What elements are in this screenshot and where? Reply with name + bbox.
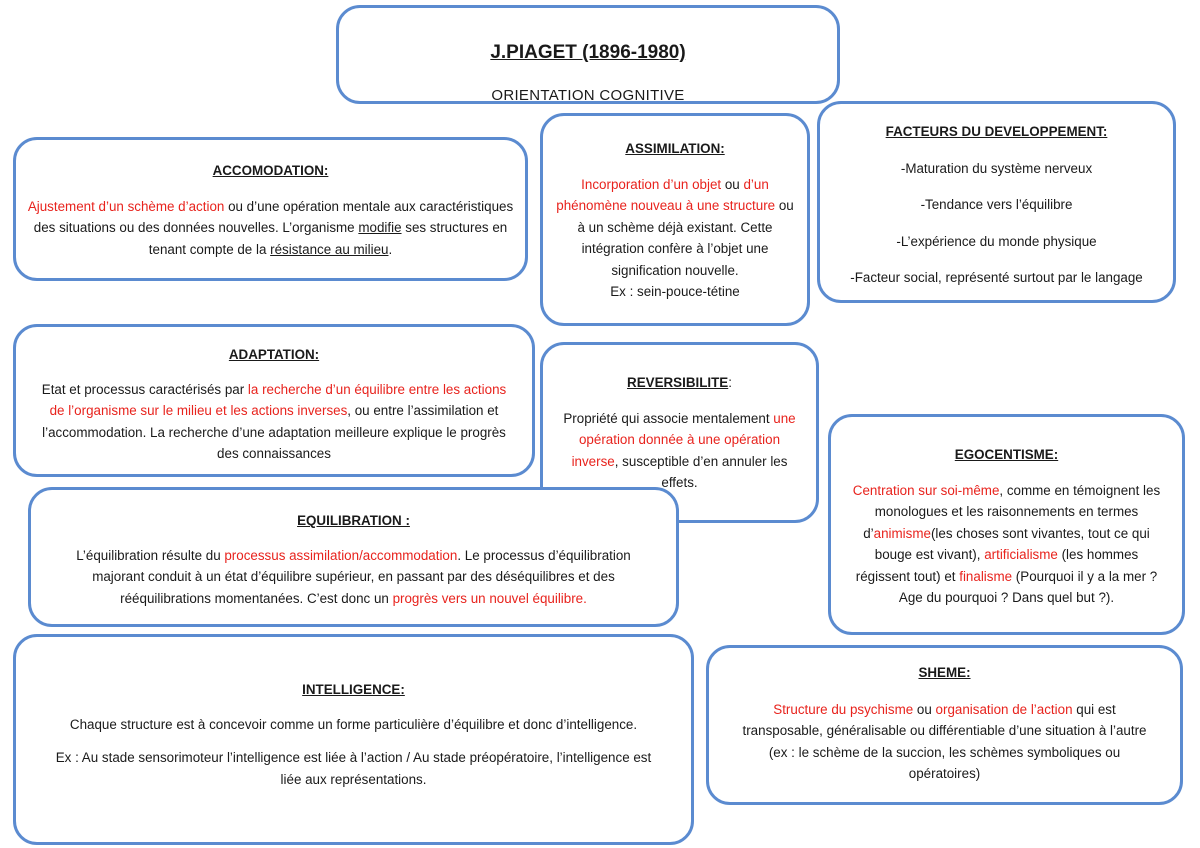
facteurs-box: FACTEURS DU DEVELOPPEMENT: -Maturation d… [817,101,1176,303]
text-span: , comme en témoignent les monologues et … [863,482,1161,541]
sheme-heading: SHEME: [918,665,971,680]
intelligence-text: Chaque structure est à concevoir comme u… [69,716,638,732]
reversibilite-text: Propriété qui associe mentalement une op… [553,408,806,494]
facteur-item: -Facteur social, représenté surtout par … [850,270,1143,285]
page-subtitle: ORIENTATION COGNITIVE [491,87,685,104]
equilibration-box: EQUILIBRATION : L’équilibration résulte … [28,487,679,627]
text-span: , susceptible d’en annuler les effets. [614,453,788,491]
sheme-highlight: organisation de l’action [935,701,1073,717]
accomodation-box: ACCOMODATION: Ajustement d’un schème d’a… [13,137,528,281]
text-span: Etat et processus caractérisés par [41,381,248,397]
text-span: ses structures en tenant compte de la [148,220,508,257]
title-box: J.PIAGET (1896-1980) ORIENTATION COGNITI… [336,5,840,104]
intelligence-heading: INTELLIGENCE: [302,682,405,697]
accomodation-text: Ajustement d’un schème d’action ou d’une… [26,196,515,261]
text-span: , ou entre l’assimilation et l’accommoda… [42,403,506,461]
text-span: Propriété qui associe mentalement [563,410,774,426]
assimilation-box: ASSIMILATION: Incorporation d’un objet o… [540,113,810,326]
assimilation-highlight: Incorporation d’un objet [581,176,722,192]
egocentisme-box: EGOCENTISME: Centration sur soi-même, co… [828,414,1185,635]
equilibration-highlight: processus assimilation/accommodation [224,547,458,563]
accomodation-highlight: Ajustement d’un schème d’action [27,198,225,214]
egocentisme-highlight: artificialisme [984,547,1058,562]
intelligence-example: Ex : Au stade sensorimoteur l’intelligen… [55,750,652,787]
heading-colon: : [728,375,732,390]
text-span: qui est transposable, généralisable ou d… [742,701,1147,782]
egocentisme-highlight: animisme [873,525,931,541]
sheme-highlight: Structure du psychisme [773,701,914,717]
egocentisme-highlight: finalisme [959,568,1013,584]
underlined-term: résistance au milieu [270,241,389,257]
adaptation-box: ADAPTATION: Etat et processus caractéris… [13,324,535,477]
facteur-item: -Tendance vers l’équilibre [920,197,1073,212]
sheme-text: Structure du psychisme ou organisation d… [719,699,1170,785]
egocentisme-highlight: Centration sur soi-même [852,482,1000,498]
adaptation-text: Etat et processus caractérisés par la re… [26,379,522,465]
sheme-box: SHEME: Structure du psychisme ou organis… [706,645,1183,805]
accomodation-heading: ACCOMODATION: [212,163,329,178]
text-span: (Pourquoi il y a la mer ? Age du pourquo… [898,568,1158,606]
reversibilite-highlight: une opération donnée à une opération inv… [571,410,796,469]
facteur-item: -L’expérience du monde physique [896,233,1097,249]
intelligence-box: INTELLIGENCE: Chaque structure est à con… [13,634,694,845]
assimilation-example: Ex : sein-pouce-tétine [610,284,740,299]
page-title: J.PIAGET (1896-1980) [490,42,686,63]
reversibilite-heading-line: REVERSIBILITE: [553,372,806,394]
reversibilite-box: REVERSIBILITE: Propriété qui associe men… [540,342,819,523]
assimilation-highlight: d’un phénomène nouveau à une structure [556,176,776,214]
text-span: . [388,241,393,257]
text-span: ou [913,701,936,717]
equilibration-highlight: progrès vers un nouvel équilibre. [392,590,587,606]
egocentisme-heading: EGOCENTISME: [954,447,1059,462]
text-span: ou à un schème déjà existant. Cette inté… [577,198,794,278]
text-span: . Le processus d’équilibration majorant … [92,547,631,606]
reversibilite-heading: REVERSIBILITE [627,375,729,390]
text-span: (les hommes régissent tout) et [855,547,1139,584]
facteurs-heading: FACTEURS DU DEVELOPPEMENT: [885,124,1108,139]
assimilation-text: Incorporation d’un objet ou d’un phénomè… [553,174,797,282]
text-span: L’équilibration résulte du [76,547,225,563]
text-span: (les choses sont vivantes, tout ce qui b… [874,525,1150,563]
text-span: ou [721,176,744,192]
assimilation-heading: ASSIMILATION: [625,141,725,156]
adaptation-heading: ADAPTATION: [228,347,320,362]
underlined-term: modifie [358,220,402,235]
facteur-item: -Maturation du système nerveux [900,160,1093,176]
text-span: ou d’une opération mentale aux caractéri… [33,198,514,236]
equilibration-text: L’équilibration résulte du processus ass… [41,545,666,610]
adaptation-highlight: la recherche d’un équilibre entre les ac… [49,381,507,419]
egocentisme-text: Centration sur soi-même, comme en témoig… [841,480,1172,609]
equilibration-heading: EQUILIBRATION : [297,513,410,528]
